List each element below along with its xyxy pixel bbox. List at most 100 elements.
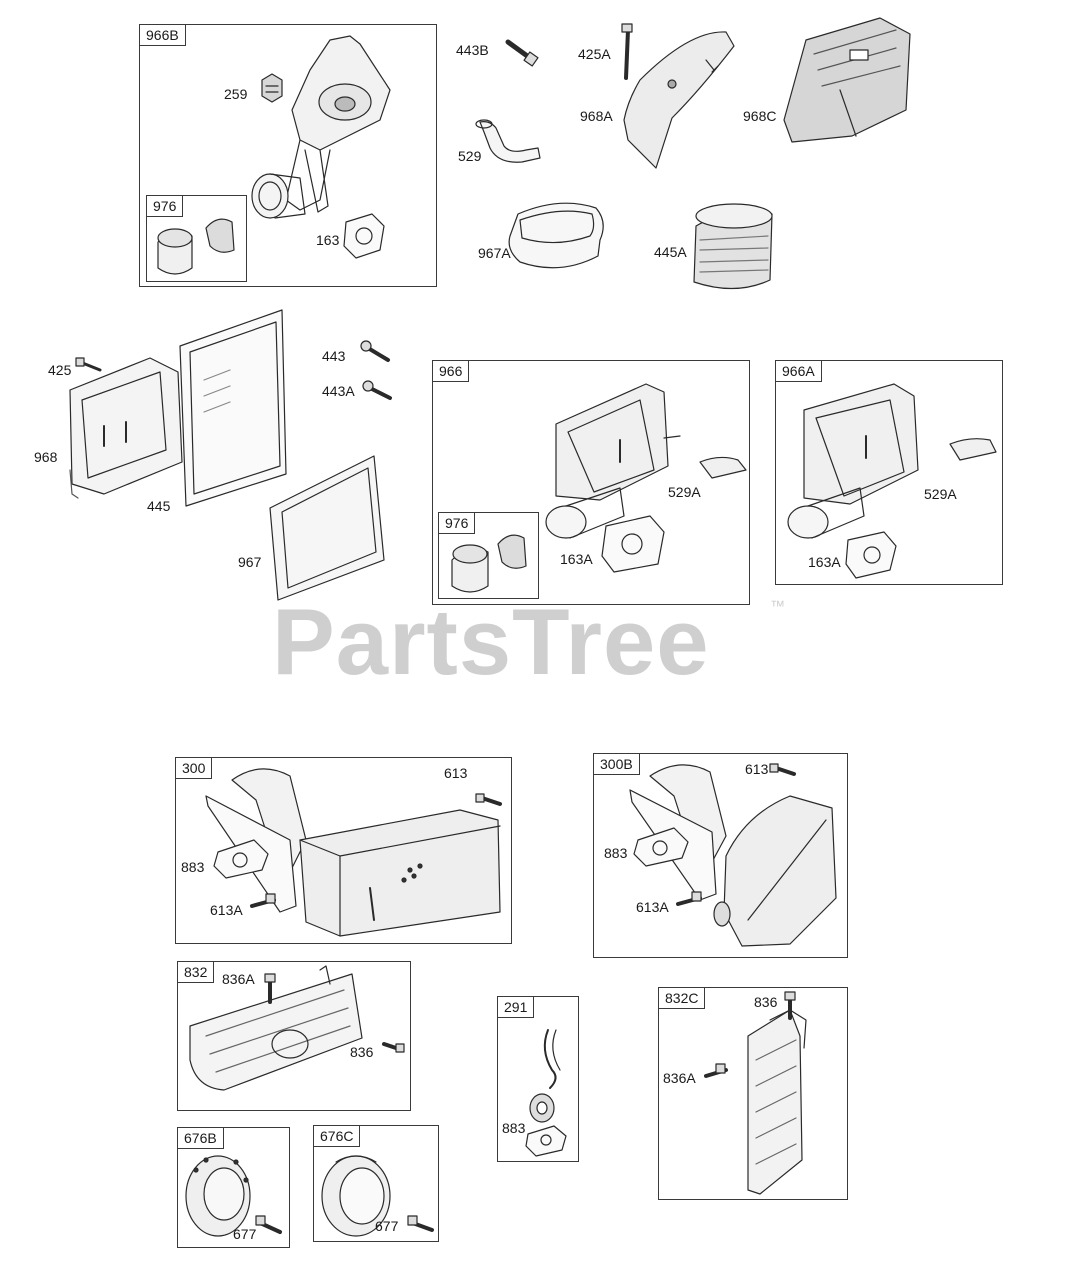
part-label-445[interactable]: 445 [147,498,171,514]
part-163A-gasket-1-art [602,516,664,572]
part-613-screw-1-art [476,794,500,804]
group-label-966: 966 [433,361,470,382]
part-label-613-1[interactable]: 613 [444,765,468,781]
part-883-gasket-2-art [634,828,688,866]
part-label-836-1[interactable]: 836 [350,1044,374,1060]
part-676B-deflector-art [186,1156,250,1236]
part-836-screw-2-art [785,992,795,1018]
group-300[interactable]: 300 [175,757,512,944]
part-label-613A-2[interactable]: 613A [636,899,669,915]
part-966B-base-art [252,36,390,218]
group-label-976-b: 976 [439,513,476,534]
group-300B[interactable]: 300B [593,753,848,958]
part-259-clip-art [262,74,282,102]
part-677-screw-1-art [256,1216,280,1232]
part-836-screw-1-art [384,1044,404,1052]
part-label-443B[interactable]: 443B [456,42,489,58]
part-443B-bolt-art [508,42,538,66]
part-968A-cover-art [624,32,734,168]
part-967-frame-art [270,456,384,600]
part-label-445A[interactable]: 445A [654,244,687,260]
group-label-832C: 832C [659,988,706,1009]
part-163-gasket-art [344,214,384,258]
group-label-291: 291 [498,997,535,1018]
group-966B[interactable]: 966B [139,24,437,287]
group-676B[interactable]: 676B [177,1127,290,1248]
group-966A[interactable]: 966A [775,360,1003,585]
part-label-425[interactable]: 425 [48,362,72,378]
group-832[interactable]: 832 [177,961,411,1111]
part-label-968[interactable]: 968 [34,449,58,465]
part-label-836A-1[interactable]: 836A [222,971,255,987]
group-label-676C: 676C [314,1126,361,1147]
part-label-967[interactable]: 967 [238,554,262,570]
group-291[interactable]: 291 [497,996,579,1162]
part-label-443[interactable]: 443 [322,348,346,364]
part-label-677-2[interactable]: 677 [375,1218,399,1234]
part-label-443A[interactable]: 443A [322,383,355,399]
part-883-gasket-1-art [214,840,268,878]
part-443-screw-art [361,341,388,360]
group-label-832: 832 [178,962,215,983]
part-label-259[interactable]: 259 [224,86,248,102]
part-label-883-2[interactable]: 883 [604,845,628,861]
part-613A-screw-2-art [678,892,701,904]
part-529A-elbow-1-art [700,457,746,478]
part-291-sensor-art [526,1030,566,1156]
part-613-screw-2-art [770,764,794,774]
part-425-screw-art [76,358,100,370]
part-613A-screw-1-art [252,894,275,906]
part-445A-filter-art [694,204,772,289]
group-976-a[interactable]: 976 [146,195,247,282]
part-966A-base-art [788,384,918,538]
group-label-966A: 966A [776,361,822,382]
part-label-163[interactable]: 163 [316,232,340,248]
group-label-300: 300 [176,758,213,779]
group-676C[interactable]: 676C [313,1125,439,1242]
part-425A-bolt-art [622,24,632,78]
part-836A-screw-2-art [706,1064,726,1076]
part-677-screw-2-art [408,1216,432,1230]
watermark-trademark: ™ [770,598,785,615]
part-label-163A-1[interactable]: 163A [560,551,593,567]
part-443A-screw-art [363,381,390,398]
part-836A-screw-1-art [265,974,275,1002]
part-529-elbow-art [476,120,540,162]
part-label-968A[interactable]: 968A [580,108,613,124]
part-label-968C[interactable]: 968C [743,108,777,124]
part-label-883-3[interactable]: 883 [502,1120,526,1136]
group-976-b[interactable]: 976 [438,512,539,599]
part-label-883-1[interactable]: 883 [181,859,205,875]
part-967A-precleaner-art [509,203,603,268]
group-966[interactable]: 966 [432,360,750,605]
part-label-163A-2[interactable]: 163A [808,554,841,570]
group-label-300B: 300B [594,754,640,775]
part-label-836-2[interactable]: 836 [754,994,778,1010]
part-label-613-2[interactable]: 613 [745,761,769,777]
part-676C-deflector-art [322,1156,390,1236]
part-label-677-1[interactable]: 677 [233,1226,257,1242]
part-968-base-art [70,358,182,498]
part-529A-elbow-2-art [950,439,996,460]
part-832C-guard-art [748,1010,806,1194]
group-label-966B: 966B [140,25,186,46]
part-966-base-art [546,384,680,538]
part-163A-gasket-2-art [846,532,896,578]
part-label-529[interactable]: 529 [458,148,482,164]
group-label-676B: 676B [178,1128,224,1149]
part-label-836A-2[interactable]: 836A [663,1070,696,1086]
part-445-filter-art [180,310,286,506]
part-976-a-art [158,219,234,274]
part-label-529A-2[interactable]: 529A [924,486,957,502]
part-label-529A-1[interactable]: 529A [668,484,701,500]
part-832-guard-art [190,966,362,1090]
group-832C[interactable]: 832C [658,987,848,1200]
part-label-967A[interactable]: 967A [478,245,511,261]
part-968C-cover-art [784,18,910,142]
part-label-613A-1[interactable]: 613A [210,902,243,918]
part-label-425A[interactable]: 425A [578,46,611,62]
watermark: PartsTree [272,589,710,694]
part-976-b-art [452,535,526,592]
